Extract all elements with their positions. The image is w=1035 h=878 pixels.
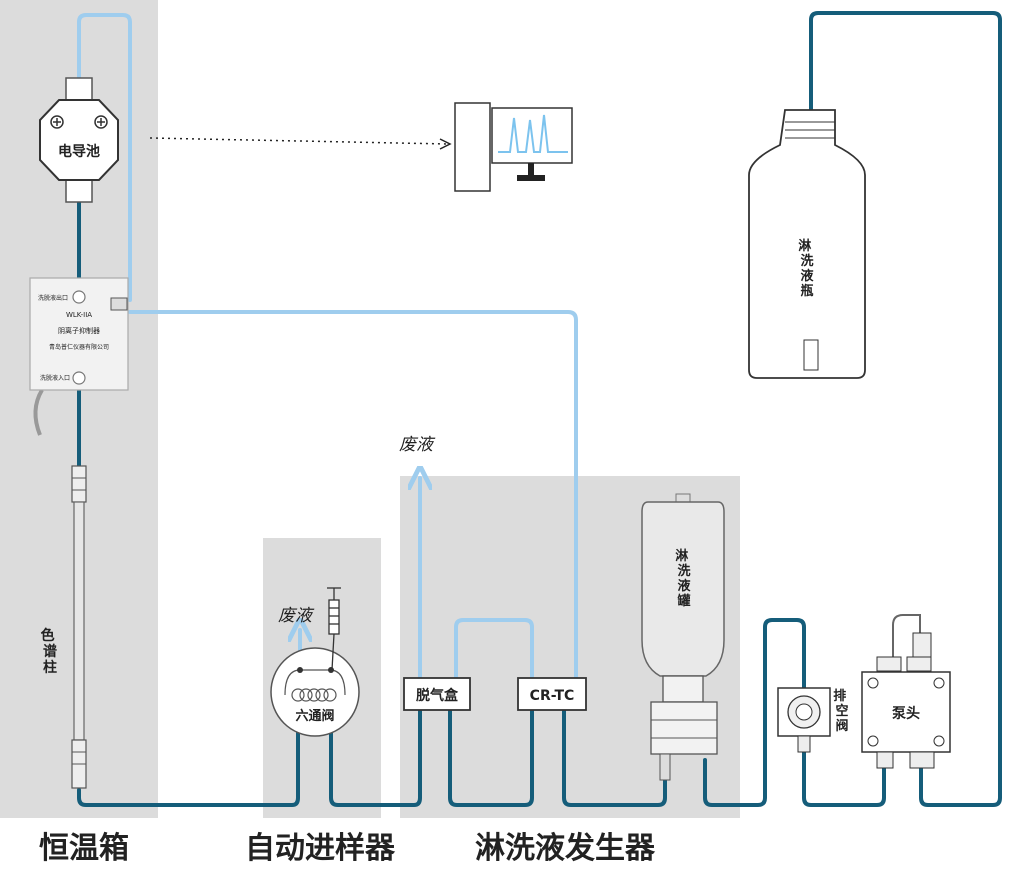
workstation-computer [454, 102, 573, 192]
plus-terminal-icon [50, 115, 64, 129]
eluent-tank-label: 淋 洗液罐 [675, 548, 693, 609]
plus-terminal-icon [94, 115, 108, 129]
signal-line [149, 137, 449, 145]
light-tubing [77, 13, 578, 682]
signal-arrowhead [439, 138, 452, 150]
crtc-label: CR-TC [530, 688, 575, 704]
eluent-tank [641, 493, 725, 781]
suppressor-model: WLK-IIA [66, 311, 92, 319]
crtc-box [517, 677, 587, 711]
conductivity-cell-label: 电导池 [58, 143, 100, 160]
degasser-label: 脱气盒 [416, 687, 459, 704]
suppressor-maker: 青岛普仁仪器有限公司 [49, 343, 109, 351]
syringe-icon [327, 587, 341, 671]
column-label: 色 谱柱 [41, 627, 60, 676]
outlet-port-icon [72, 290, 86, 304]
eluent-bottle-label: 淋 洗液瓶 [798, 238, 816, 299]
pump-head [861, 614, 951, 769]
waste-autosampler-label: 废液 [278, 606, 315, 626]
chromatogram-icon [498, 114, 568, 153]
waste-degasser-label: 废液 [399, 435, 436, 455]
six-port-valve-label: 六通阀 [295, 708, 334, 724]
suppressor [29, 277, 129, 436]
purge-valve [777, 687, 831, 753]
suppressor-inlet-label: 洗脱液入口 [40, 374, 70, 382]
six-port-valve [270, 647, 360, 737]
dark-tubing [77, 11, 1002, 807]
suppressor-outlet-label: 洗脱液出口 [38, 294, 68, 302]
oven-caption: 恒温箱 [39, 831, 129, 866]
suppressor-name: 阴离子抑制器 [58, 326, 100, 335]
conductivity-cell [39, 77, 119, 203]
autosampler-caption: 自动进样器 [245, 831, 396, 866]
pump-head-label: 泵头 [892, 705, 920, 722]
eluent-generator-caption: 淋洗液发生器 [475, 831, 656, 866]
chromatography-column [71, 465, 87, 789]
purge-valve-label: 排 空阀 [833, 688, 851, 734]
eluent-bottle [748, 109, 866, 379]
degasser-box [403, 677, 471, 711]
inlet-port-icon [72, 371, 86, 385]
